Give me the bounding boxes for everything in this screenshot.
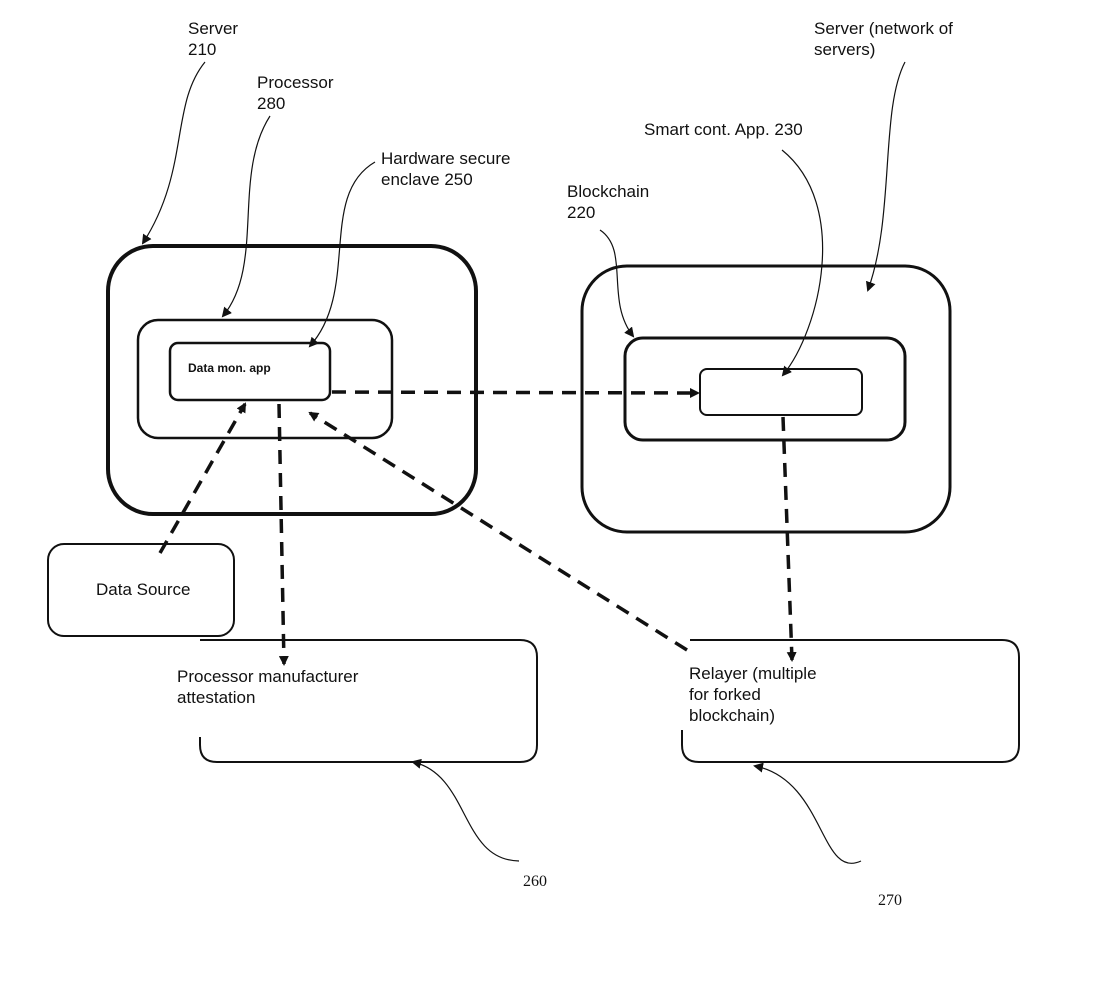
leader-server-left bbox=[143, 62, 205, 243]
data-mon-app-label: Data mon. app bbox=[188, 358, 271, 379]
flow-contract-to-relayer bbox=[783, 417, 792, 660]
leader-blockchain bbox=[600, 230, 633, 336]
leader-processor bbox=[223, 116, 270, 316]
enclave-label: Hardware secure enclave 250 bbox=[381, 148, 510, 190]
processor-label: Processor 280 bbox=[257, 72, 334, 114]
data-source-label: Data Source bbox=[96, 579, 191, 600]
flow-app-to-attestation bbox=[279, 404, 284, 664]
leader-server-right bbox=[868, 62, 905, 290]
leader-270 bbox=[755, 766, 861, 863]
relayer-label: Relayer (multiple for forked blockchain) bbox=[689, 663, 817, 726]
leader-smart-contract bbox=[782, 150, 823, 375]
flow-source-to-app bbox=[160, 404, 245, 553]
flow-app-to-contract bbox=[332, 392, 698, 393]
server-left-label: Server 210 bbox=[188, 18, 238, 60]
blockchain-label: Blockchain 220 bbox=[567, 181, 649, 223]
server-left-box bbox=[108, 246, 476, 514]
smart-contract-box bbox=[700, 369, 862, 415]
server-right-box bbox=[582, 266, 950, 532]
smart-contract-label: Smart cont. App. 230 bbox=[644, 119, 803, 140]
leader-enclave bbox=[310, 162, 375, 346]
ref-260: 260 bbox=[523, 871, 547, 892]
ref-270: 270 bbox=[878, 890, 902, 911]
processor-box bbox=[138, 320, 392, 438]
attestation-label: Processor manufacturer attestation bbox=[177, 666, 358, 708]
leader-260 bbox=[413, 762, 519, 861]
server-right-label: Server (network of servers) bbox=[814, 18, 953, 60]
